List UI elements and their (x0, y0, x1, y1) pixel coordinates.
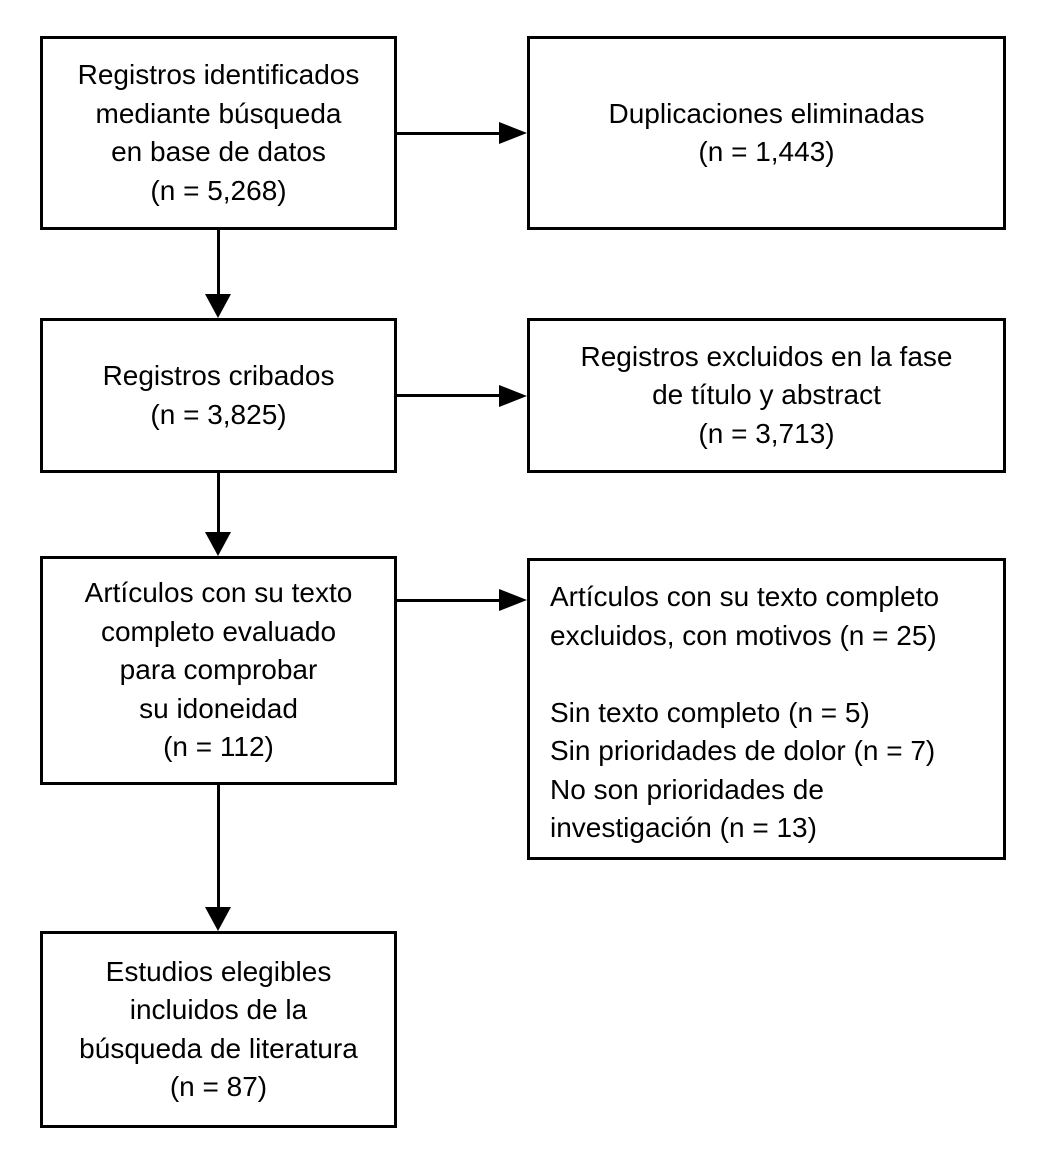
text-line: (n = 1,443) (698, 136, 835, 167)
arrow-identified-to-screened-head-icon (205, 294, 231, 318)
text-line: excluidos, con motivos (n = 25) (550, 619, 937, 651)
text-line: mediante búsqueda (95, 97, 342, 129)
text-line: Artículos con su texto (84, 577, 353, 609)
box-duplicates-removed: Duplicaciones eliminadas (n = 1,443) (527, 36, 1006, 230)
arrow-fulltext-to-included-line (217, 785, 220, 907)
text-line: Registros cribados (102, 360, 335, 391)
box-records-screened: Registros cribados (n = 3,825) (40, 318, 397, 473)
text-line: (n = 3,825) (150, 398, 287, 430)
text-line: Artículos con su texto completo (550, 581, 940, 612)
arrow-screened-to-fulltext-head-icon (205, 532, 231, 556)
arrow-fulltext-to-excluded-line (397, 598, 499, 602)
box-fulltext-excluded: Artículos con su texto completo excluido… (527, 558, 1006, 860)
text-line: Sin prioridades de dolor (n = 7) (550, 735, 936, 766)
arrow-identified-to-duplicates-head-icon (499, 122, 527, 144)
text-line: No son prioridades de (550, 773, 824, 805)
arrow-identified-to-duplicates-line (397, 131, 499, 135)
arrow-screened-to-excluded-line (397, 394, 499, 397)
text-line: su idoneidad (139, 692, 298, 724)
box-studies-included: Estudios elegibles incluidos de la búsqu… (40, 931, 397, 1128)
text-line: Registros identificados (77, 59, 360, 90)
text-line: (n = 3,713) (698, 417, 835, 449)
text-line: Duplicaciones eliminadas (608, 97, 925, 129)
text-line: Registros excluidos en la fase (580, 340, 953, 372)
arrow-fulltext-to-excluded-head-icon (499, 589, 527, 611)
text-line: búsqueda de literatura (79, 1032, 358, 1064)
text-line: completo evaluado (100, 615, 337, 647)
text-line: investigación (n = 13) (550, 812, 817, 843)
text-line: (n = 87) (169, 1071, 268, 1102)
box-fulltext-assessed: Artículos con su texto completo evaluado… (40, 556, 397, 785)
text-line: para comprobar (119, 654, 318, 686)
box-records-excluded-title-abstract: Registros excluidos en la fase de título… (527, 318, 1006, 473)
arrow-identified-to-screened-line (217, 230, 220, 294)
text-line: Estudios elegibles (105, 955, 332, 987)
arrow-screened-to-excluded-head-icon (499, 384, 527, 407)
text-line: incluidos de la (129, 994, 308, 1025)
arrow-fulltext-to-included-head-icon (205, 907, 231, 931)
text-line: (n = 5,268) (150, 174, 287, 206)
arrow-screened-to-fulltext-line (217, 473, 220, 532)
box-records-identified: Registros identificados mediante búsqued… (40, 36, 397, 230)
text-line: en base de datos (111, 136, 326, 167)
text-line: Sin texto completo (n = 5) (550, 696, 870, 728)
text-line: de título y abstract (652, 379, 881, 411)
text-line: (n = 112) (163, 731, 274, 763)
